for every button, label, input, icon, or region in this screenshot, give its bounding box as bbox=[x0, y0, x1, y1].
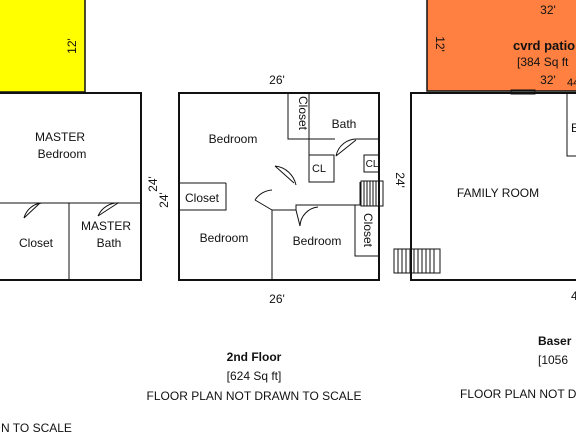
top-closet-walls bbox=[287, 93, 310, 140]
patio-left-dimension: 12' bbox=[433, 36, 447, 52]
bath-door-swing bbox=[335, 138, 359, 157]
left-closet-door-swing bbox=[23, 202, 43, 219]
second-floor-top-dimension: 26' bbox=[269, 73, 285, 87]
right-closet-label: Closet bbox=[361, 213, 375, 248]
cl-closet-1-label: CL bbox=[312, 163, 326, 175]
second-floor-left-dimension: 24' bbox=[157, 192, 171, 208]
second-floor-right-dimension: 24' bbox=[393, 172, 407, 188]
left-plan-right-dimension: 24' bbox=[146, 176, 160, 192]
top-closet-label: Closet bbox=[296, 96, 310, 131]
master-bath-label-line1: MASTER bbox=[81, 219, 131, 233]
closet-left-label: Closet bbox=[185, 191, 220, 205]
top-bedroom-door-swing bbox=[274, 165, 297, 186]
bedroom-right-label: Bedroom bbox=[293, 234, 342, 248]
patio-small-dimension: 44 bbox=[567, 77, 576, 89]
master-bath-door-swing bbox=[97, 202, 121, 217]
bedroom-left-label: Bedroom bbox=[200, 231, 249, 245]
right-bedroom-door-swing bbox=[295, 206, 319, 227]
second-floor-stair-treads bbox=[363, 181, 380, 206]
master-bedroom-label-line1: MASTER bbox=[35, 130, 85, 144]
basement-edge-letter: E bbox=[571, 121, 576, 135]
patio-area-label: [384 Sq ft bbox=[517, 55, 569, 69]
patio-bottom-dimension: 32' bbox=[540, 73, 556, 87]
family-room-label: FAMILY ROOM bbox=[457, 186, 539, 200]
basement-right-room-wall bbox=[566, 93, 576, 157]
basement-stairs bbox=[393, 248, 441, 274]
cl-closet-2 bbox=[363, 154, 380, 173]
hallway-walls bbox=[179, 182, 379, 280]
bath-label: Bath bbox=[332, 117, 357, 131]
master-bedroom-label-line2: Bedroom bbox=[38, 147, 87, 161]
master-bath-label-line2: Bath bbox=[97, 236, 122, 250]
cl-closet-1 bbox=[308, 154, 335, 183]
basement-title: Baser bbox=[538, 334, 572, 348]
second-floor-scale-note: FLOOR PLAN NOT DRAWN TO SCALE bbox=[147, 389, 362, 403]
basement-scale-note: FLOOR PLAN NOT DRAWN TO SC bbox=[460, 387, 576, 401]
patio-label: cvrd patio bbox=[513, 38, 575, 53]
addon-dimension-label: 12' bbox=[65, 38, 79, 54]
left-plan-scale-note: N TO SCALE bbox=[1, 421, 72, 432]
bedroom-top-label: Bedroom bbox=[209, 132, 258, 146]
basement-area: [1056 bbox=[538, 353, 568, 367]
basement-outline bbox=[410, 92, 576, 281]
second-floor-stairs bbox=[360, 180, 384, 207]
left-plan-outline bbox=[0, 92, 142, 281]
basement-stair-treads bbox=[397, 249, 435, 273]
patio-top-dimension: 32' bbox=[540, 3, 556, 17]
basement-bottom-dimension: 4 bbox=[571, 289, 576, 303]
second-floor-title: 2nd Floor bbox=[227, 350, 282, 364]
second-floor-bottom-dimension: 26' bbox=[269, 292, 285, 306]
covered-patio-area bbox=[426, 0, 576, 92]
second-floor-area: [624 Sq ft] bbox=[227, 369, 282, 383]
master-addon-area bbox=[0, 0, 86, 93]
left-bedroom-door-swing bbox=[254, 189, 273, 211]
bath-walls bbox=[308, 138, 379, 155]
cl-closet-2-label: CL bbox=[366, 159, 379, 170]
left-closet-label: Closet bbox=[19, 236, 54, 250]
